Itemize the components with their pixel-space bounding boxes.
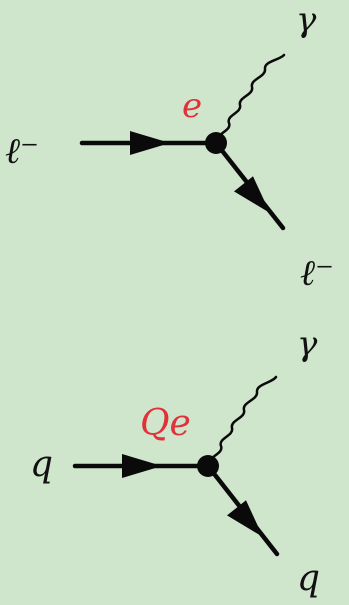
lepton-incoming-arrow	[130, 131, 170, 155]
quark-incoming-arrow	[122, 454, 162, 478]
quark-outgoing-label: q	[297, 558, 320, 599]
lepton-photon-line	[214, 53, 286, 145]
lepton-coupling-label: e	[182, 86, 202, 126]
quark-coupling-label: Qe	[140, 403, 191, 444]
lepton-photon-label: γ	[296, 0, 317, 40]
lepton-vertex-dot	[205, 132, 227, 154]
lepton-vertex-diagram: ℓ⁻ e γ ℓ⁻	[5, 0, 334, 294]
quark-photon-label: γ	[297, 324, 318, 364]
lepton-outgoing-label: ℓ⁻	[300, 253, 334, 294]
quark-incoming-label: q	[30, 444, 53, 485]
lepton-incoming-label: ℓ⁻	[5, 131, 39, 172]
quark-photon-line	[206, 375, 278, 468]
quark-vertex-dot	[197, 455, 219, 477]
lepton-outgoing-arrow	[234, 176, 270, 213]
quark-outgoing-arrow	[227, 500, 263, 537]
quark-vertex-diagram: q Qe γ q	[30, 324, 320, 599]
